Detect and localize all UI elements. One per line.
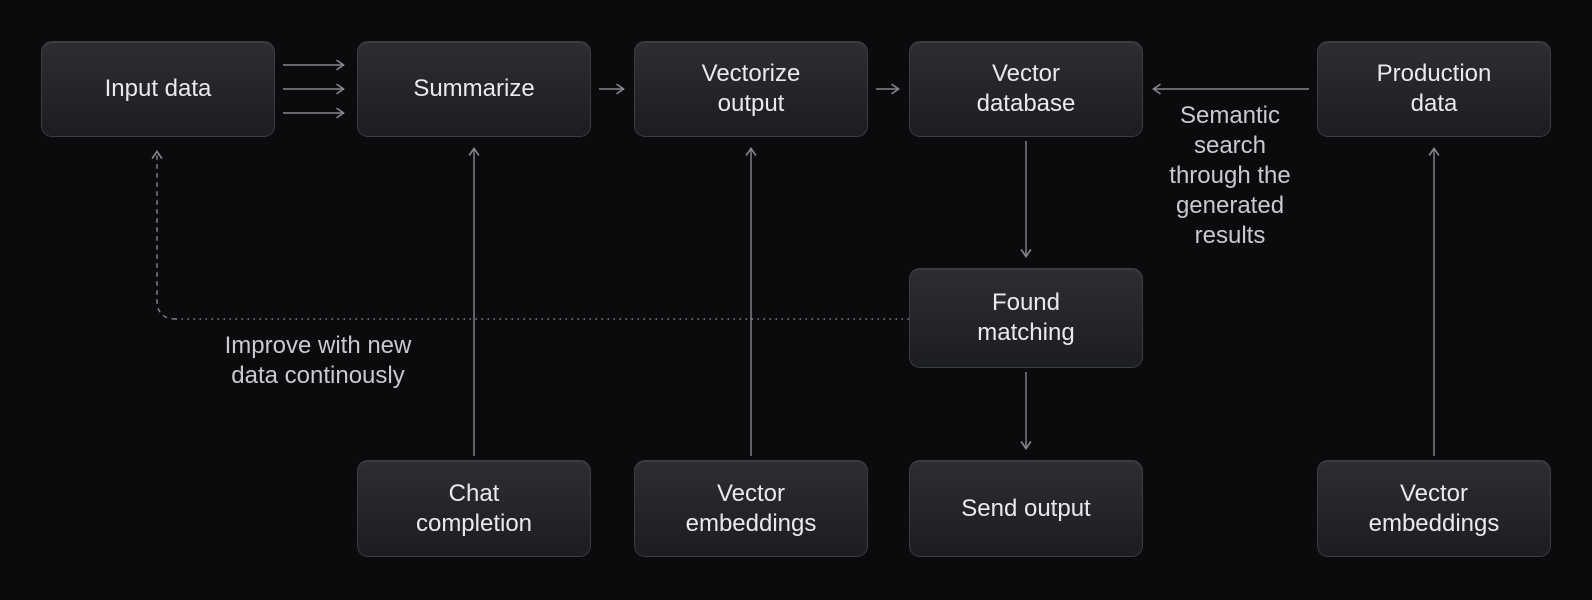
node-vector-embeddings-left: Vector embeddings: [634, 460, 868, 557]
node-production-data-label: Production data: [1376, 60, 1492, 117]
node-found-matching: Found matching: [909, 268, 1143, 368]
node-vector-embeddings-right-label: Vector embeddings: [1368, 479, 1500, 537]
node-vector-embeddings-right: Vector embeddings: [1317, 460, 1551, 557]
node-chat-completion: Chat completion: [357, 460, 591, 557]
node-input-data-label: Input data: [104, 75, 212, 102]
annotation-improve-feedback: Improve with new data continously: [224, 332, 412, 389]
node-summarize: Summarize: [357, 41, 591, 137]
node-production-data: Production data: [1317, 41, 1551, 137]
feedback-line-vertical: [151, 150, 177, 320]
node-chat-completion-label: Chat completion: [415, 479, 533, 537]
node-input-data: Input data: [41, 41, 275, 137]
node-send-output: Send output: [909, 460, 1143, 557]
node-vector-database: Vector database: [909, 41, 1143, 137]
node-vectorize-output: Vectorize output: [634, 41, 868, 137]
node-vectorize-output-label: Vectorize output: [701, 60, 801, 117]
node-vector-database-label: Vector database: [976, 60, 1076, 117]
annotation-semantic-search: Semantic search through the generated re…: [1169, 102, 1291, 249]
node-send-output-label: Send output: [961, 494, 1091, 522]
node-summarize-label: Summarize: [413, 75, 535, 102]
node-vector-embeddings-left-label: Vector embeddings: [685, 479, 817, 537]
node-found-matching-label: Found matching: [977, 289, 1075, 346]
